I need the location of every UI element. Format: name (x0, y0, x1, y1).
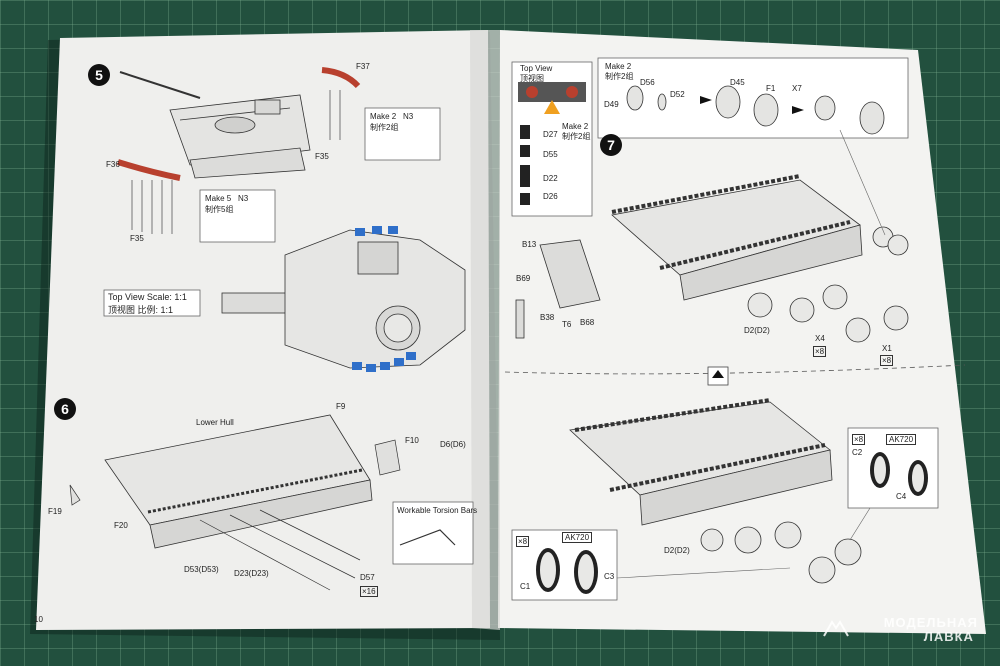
label-d49: D49 (604, 100, 619, 109)
label-f1: F1 (766, 84, 776, 93)
label-c3: C3 (604, 572, 615, 581)
label-d45: D45 (730, 78, 745, 87)
step7-suspension (515, 239, 601, 339)
label-x8c: ×8 (852, 434, 866, 445)
step7-wheels (747, 226, 909, 343)
label-n3b: N3 (238, 194, 249, 203)
watermark: МОДЕЛЬНАЯ ЛАВКА (884, 616, 978, 644)
lower-wheels (700, 521, 862, 584)
label-d56: D56 (640, 78, 655, 87)
label-f20: F20 (114, 521, 128, 530)
label-f10: F10 (405, 436, 419, 445)
label-x4: X4 (815, 334, 825, 343)
logo-icon (823, 620, 849, 637)
label-f9: F9 (336, 402, 346, 411)
label-f37: F37 (356, 62, 370, 71)
label-x8b: ×8 (880, 355, 894, 366)
label-n3a: N3 (403, 112, 414, 121)
label-x8d: ×8 (516, 536, 530, 547)
torsion-title: Workable Torsion Bars (397, 506, 478, 515)
step7-hull (611, 174, 863, 301)
label-x7: X7 (792, 84, 802, 93)
road-wheel-assembly (626, 85, 885, 135)
label-t6: T6 (562, 320, 572, 329)
label-d6: D6(D6) (440, 440, 466, 449)
label-c1: C1 (520, 582, 531, 591)
label-d55: D55 (543, 150, 558, 159)
make5-line1: Make 5 (205, 194, 232, 203)
step7-number: 7 (600, 134, 622, 156)
label-d27: D27 (543, 130, 558, 139)
page-number: 10 (34, 615, 43, 624)
label-d52: D52 (670, 90, 685, 99)
make2-box (364, 107, 441, 161)
label-c2: C2 (852, 448, 863, 457)
label-f36: F36 (106, 160, 120, 169)
label-d2: D2(D2) (744, 326, 770, 335)
label-f19: F19 (48, 507, 62, 516)
label-d22: D22 (543, 174, 558, 183)
step6-lower-hull (104, 414, 373, 591)
section-separator (504, 364, 966, 375)
label-ak720b: AK720 (562, 532, 593, 543)
make2-line2: 制作2组 (370, 123, 399, 132)
step5-number: 5 (88, 64, 110, 86)
label-d57: D57 (360, 573, 375, 582)
turret-top-view (221, 229, 466, 369)
leader-line (839, 129, 886, 236)
make5-line2: 制作5组 (205, 205, 234, 214)
label-b68: B68 (580, 318, 595, 327)
topview-parts (518, 82, 586, 205)
make2-line1: Make 2 (370, 112, 397, 121)
topview-make2-line1: Make 2 (562, 122, 589, 131)
make2-top-line1: Make 2 (605, 62, 632, 71)
blue-parts (352, 226, 416, 372)
watermark-line1: МОДЕЛЬНАЯ (883, 615, 978, 630)
label-ak720a: AK720 (886, 434, 917, 445)
scale-line1: Top View Scale: 1:1 (108, 292, 187, 302)
label-x8a: ×8 (813, 346, 827, 357)
watermark-line2: ЛАВКА (923, 629, 974, 644)
label-d53: D53(D53) (184, 565, 219, 574)
scale-box (103, 289, 201, 317)
topview-line1: Top View (520, 64, 553, 73)
track-pins (131, 90, 341, 234)
label-x1: X1 (882, 344, 892, 353)
label-f35b: F35 (130, 234, 144, 243)
label-d23: D23(D23) (234, 569, 269, 578)
label-b69: B69 (516, 274, 531, 283)
label-b38: B38 (540, 313, 555, 322)
topview-make2-line2: 制作2组 (562, 132, 591, 141)
label-f35a: F35 (315, 152, 329, 161)
make2-wheel-box (597, 57, 909, 139)
step6-parts (69, 439, 401, 506)
step5-illustration (119, 71, 311, 179)
topview-line2: 顶视图 (520, 74, 544, 83)
label-d2b: D2(D2) (664, 546, 690, 555)
label-c4: C4 (896, 492, 907, 501)
scale-line2: 顶视图 比例: 1:1 (108, 305, 174, 315)
label-b13: B13 (522, 240, 537, 249)
track-link-red-f37 (321, 67, 361, 89)
c1c3-box (511, 529, 618, 601)
make5-box (199, 189, 276, 243)
track-link-red-f36 (117, 159, 181, 181)
lower-hull-assembly (569, 398, 833, 526)
label-x16: ×16 (360, 586, 378, 597)
label-lower-hull: Lower Hull (196, 418, 234, 427)
step6-number: 6 (54, 398, 76, 420)
label-d26: D26 (543, 192, 558, 201)
make2-top-line2: 制作2组 (605, 72, 634, 81)
